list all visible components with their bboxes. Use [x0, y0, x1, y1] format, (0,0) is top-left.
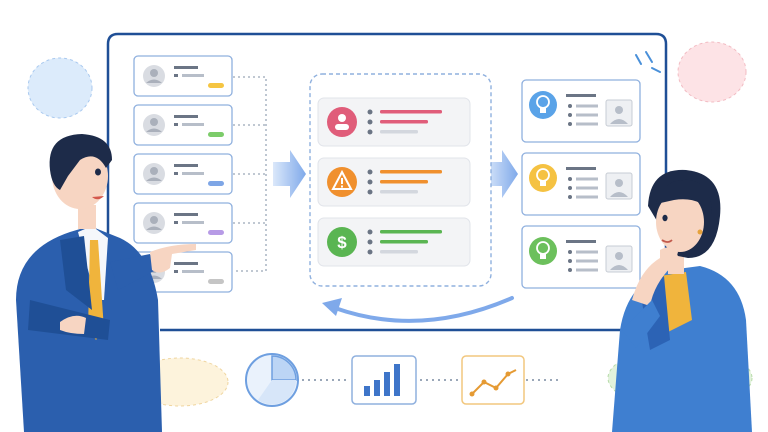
lightbulb-icon [529, 91, 557, 119]
left-card-column [133, 55, 233, 293]
blob-blue [27, 57, 93, 119]
blob-pink [677, 41, 747, 103]
bottom-icon-row [245, 353, 560, 407]
arrow-right-icon [273, 150, 306, 198]
man-presenter [16, 134, 196, 432]
idea-card-column [521, 79, 641, 289]
person-icon [327, 107, 357, 137]
woman-thinking [612, 169, 752, 432]
category-card [317, 157, 471, 207]
lightbulb-icon [529, 237, 557, 265]
idea-card [521, 225, 641, 289]
dollar-icon: $ [327, 227, 357, 257]
pie-chart-icon [245, 353, 299, 407]
avatar-icon [143, 163, 165, 185]
tag-badge [208, 181, 224, 186]
idea-card [521, 79, 641, 143]
arrow-right-icon [485, 150, 518, 198]
lightbulb-icon [529, 164, 557, 192]
left-connector [233, 76, 267, 272]
avatar-icon [143, 212, 165, 234]
profile-card [133, 55, 233, 97]
bar-chart-icon [351, 355, 417, 405]
idea-card [521, 152, 641, 216]
avatar-icon [143, 114, 165, 136]
category-card: $ [317, 217, 471, 267]
sparkle-marks [635, 51, 661, 73]
line-chart-icon [461, 355, 525, 405]
svg-text:$: $ [337, 233, 347, 252]
tag-badge [208, 83, 224, 88]
profile-card [133, 202, 233, 244]
avatar-icon [143, 65, 165, 87]
tag-badge [208, 132, 224, 137]
warning-icon [327, 167, 357, 197]
category-card [317, 97, 471, 147]
category-card-column: $ [317, 97, 471, 267]
image-placeholder-icon [605, 99, 633, 127]
image-placeholder-icon [605, 172, 633, 200]
profile-card [133, 104, 233, 146]
profile-card [133, 153, 233, 195]
tag-badge [208, 230, 224, 235]
image-placeholder-icon [605, 245, 633, 273]
tag-badge [208, 279, 224, 284]
return-arrow-icon [333, 296, 514, 323]
